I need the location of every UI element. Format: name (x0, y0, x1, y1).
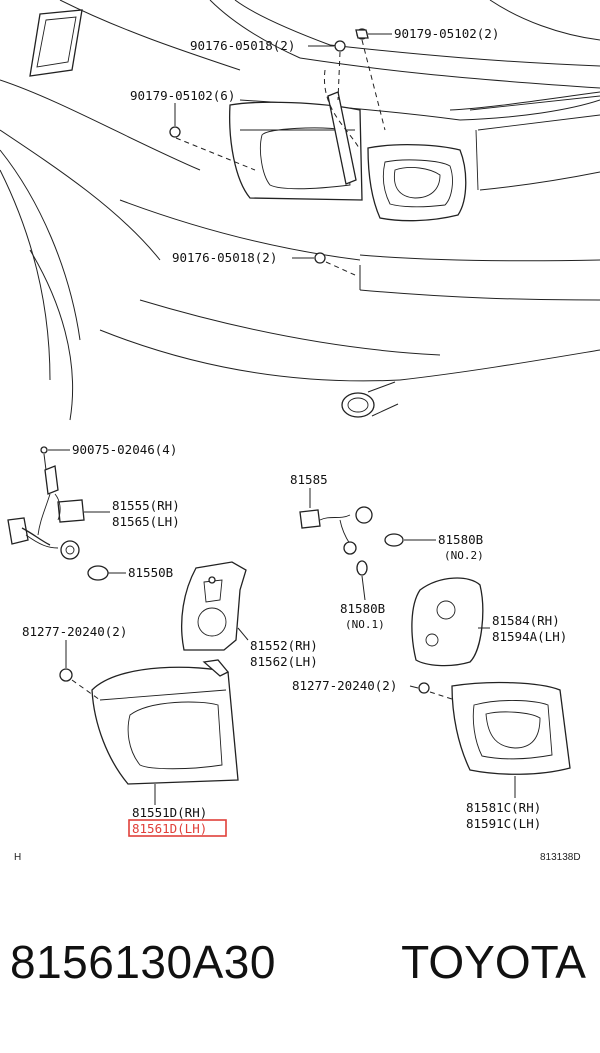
gasket-outer (59, 640, 73, 682)
inner-socket-harness (299, 488, 436, 601)
callout-socket-rh: 81555(RH) (112, 498, 180, 513)
callout-nut-left: 90179-05102(6) (130, 88, 235, 103)
callout-lamp-inner-lh: 81591C(LH) (466, 816, 541, 831)
callout-socket-inner: 81585 (290, 472, 328, 487)
part-number: 8156130A30 (10, 936, 276, 988)
callout-bolt-top-left: 90176-05018(2) (190, 38, 295, 53)
socket-wire-harness (7, 453, 126, 581)
highlight-box (128, 819, 227, 837)
callout-lamp-outer-lh: 81561D(LH) (132, 821, 207, 836)
callout-lamp-outer-rh: 81551D(RH) (132, 805, 207, 820)
parts-diagram: 90176-05018(2) 90179-05102(2) 90179-0510… (0, 0, 600, 863)
callout-bulb-no1-code: 81580B (340, 601, 385, 616)
callout-cover-inner-lh: 81594A(LH) (492, 629, 567, 644)
footer: 8156130A30 TOYOTA (0, 935, 600, 1015)
corner-mark: H (14, 852, 21, 863)
callout-gasket-outer: 81277-20240(2) (22, 624, 127, 639)
lower-assembly-lines (71, 679, 456, 701)
callout-nut-top-right: 90179-05102(2) (394, 26, 499, 41)
callout-bulb-socket: 81550B (128, 565, 173, 580)
mounted-inner-lamp (367, 144, 467, 222)
callout-screw: 90075-02046(4) (72, 442, 177, 457)
callout-bulb-no1-tag: (NO.1) (345, 618, 385, 631)
lamp-cover-outer (181, 561, 249, 651)
gasket-inner (409, 682, 430, 694)
brand-name: TOYOTA (401, 936, 586, 988)
upper-leader-lines (174, 33, 392, 259)
callout-bolt-lower: 90176-05018(2) (172, 250, 277, 265)
mounted-outer-lamp (229, 101, 363, 201)
vehicle-rear-body (0, 0, 600, 421)
inner-tail-lamp (451, 681, 571, 798)
callout-gasket-inner: 81277-20240(2) (292, 678, 397, 693)
callout-labels: 90176-05018(2) 90179-05102(2) 90179-0510… (14, 26, 581, 863)
callout-socket-lh: 81565(LH) (112, 514, 180, 529)
figure-reference: 813138D (540, 852, 581, 863)
upper-assembly-lines (175, 39, 386, 276)
callout-bulb-no2-tag: (NO.2) (444, 549, 484, 562)
outer-tail-lamp (91, 659, 239, 805)
screw-part (40, 446, 70, 454)
callout-cover-rh: 81552(RH) (250, 638, 318, 653)
callout-cover-lh: 81562(LH) (250, 654, 318, 669)
lamp-cover-inner (411, 577, 490, 667)
callout-lamp-inner-rh: 81581C(RH) (466, 800, 541, 815)
callout-bulb-no2-code: 81580B (438, 532, 483, 547)
callout-cover-inner-rh: 81584(RH) (492, 613, 560, 628)
